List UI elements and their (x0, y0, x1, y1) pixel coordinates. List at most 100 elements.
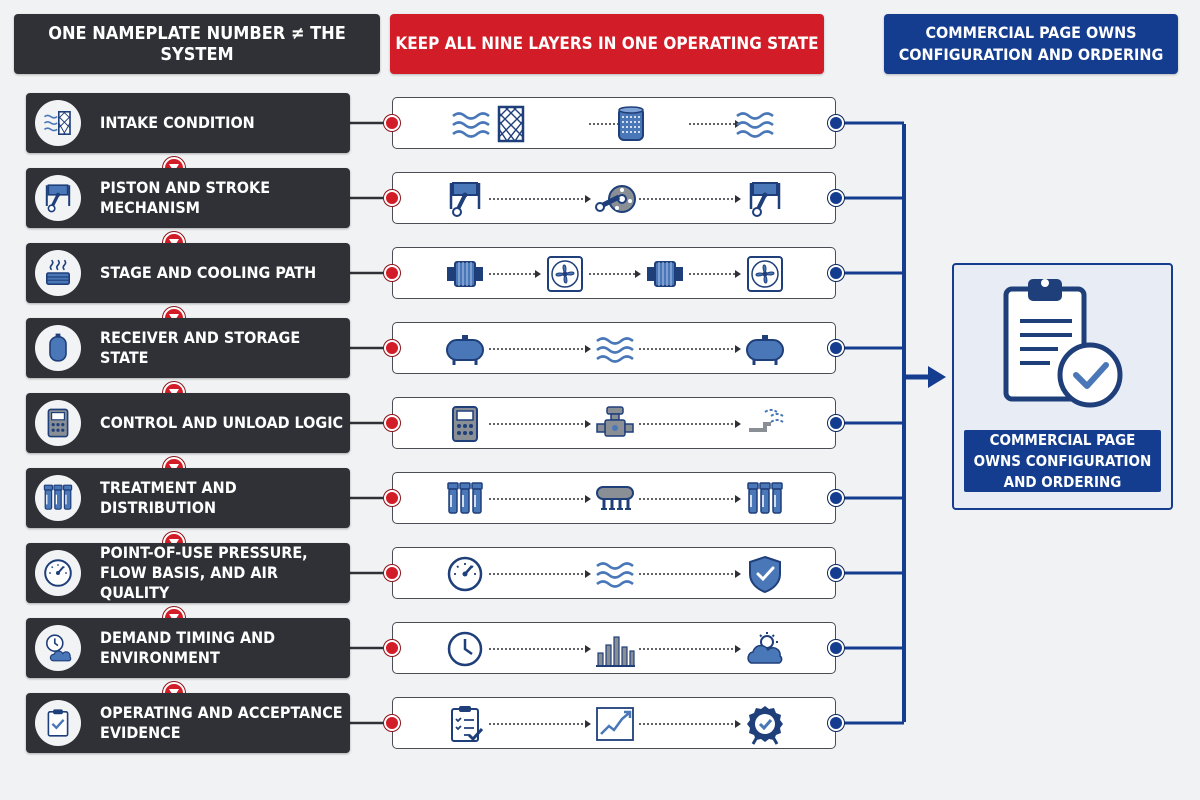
airflow-icon (736, 112, 774, 138)
piston-icon (449, 182, 481, 217)
cooling-fan-icon (747, 256, 783, 292)
heat-cooling-icon (35, 250, 81, 296)
flow-arrow (639, 570, 741, 578)
input-node-dot (384, 415, 400, 431)
flow-arrow (689, 270, 741, 278)
output-node-dot (828, 115, 844, 131)
flow-svg (446, 335, 784, 365)
flow-arrow (639, 495, 741, 503)
flow-svg (447, 555, 781, 594)
flow-arrow (489, 570, 591, 578)
unload-valve-icon (596, 406, 634, 437)
layer-label: STAGE AND COOLING PATH (100, 263, 317, 282)
outcome-label: COMMERCIAL PAGE OWNS CONFIGURATION AND O… (964, 430, 1161, 492)
layer-label: CONTROL AND UNLOAD LOGIC (100, 413, 344, 432)
output-node-dot (828, 340, 844, 356)
output-node-dot (828, 490, 844, 506)
vent-icon (749, 409, 784, 432)
output-node-dot (828, 415, 844, 431)
airflow-icon (596, 562, 634, 588)
output-node-dot (828, 715, 844, 731)
weather-icon (747, 632, 783, 664)
flow-arrow (489, 345, 591, 353)
flow-arrow (639, 420, 741, 428)
receiver-tank-icon (35, 325, 81, 371)
pressure-gauge-icon (35, 550, 81, 596)
flow-arrow (639, 720, 741, 728)
flow-svg (447, 256, 783, 292)
checklist-icon (451, 706, 484, 742)
input-node-dot (384, 565, 400, 581)
header-commercial-note: COMMERCIAL PAGE OWNS CONFIGURATION AND O… (884, 14, 1178, 74)
manifold-icon (596, 486, 634, 510)
flow-strip (392, 622, 836, 674)
layer-card: CONTROL AND UNLOAD LOGIC (26, 393, 350, 453)
badge-check-icon (747, 706, 783, 745)
outcome-arrow (928, 366, 946, 388)
flow-svg (449, 182, 781, 217)
input-node-dot (384, 190, 400, 206)
flow-strip (392, 697, 836, 749)
flow-arrow (689, 120, 741, 128)
layer-label: PISTON AND STROKE MECHANISM (100, 178, 271, 217)
clipboard-check-icon (1003, 279, 1123, 408)
flow-arrow (639, 345, 741, 353)
cartridge-filter-icon (618, 106, 644, 141)
input-node-dot (384, 265, 400, 281)
layer-card: RECEIVER AND STORAGE STATE (26, 318, 350, 378)
output-node-dot (828, 565, 844, 581)
bar-chart-icon (596, 636, 635, 667)
clock-icon (447, 631, 483, 667)
controller-icon (452, 406, 478, 442)
flow-arrow (489, 495, 591, 503)
flow-strip (392, 547, 836, 599)
layer-card: PISTON AND STROKE MECHANISM (26, 168, 350, 228)
trend-chart-icon (596, 707, 634, 741)
flow-arrow (589, 270, 641, 278)
flow-arrow (639, 645, 741, 653)
clock-weather-icon (35, 625, 81, 671)
header-system-note: ONE NAMEPLATE NUMBER ≠ THE SYSTEM (14, 14, 380, 74)
input-node-dot (384, 715, 400, 731)
piston-icon (35, 175, 81, 221)
flow-svg (451, 706, 783, 745)
flow-arrow (489, 645, 591, 653)
flow-arrow (489, 195, 591, 203)
layer-card: TREATMENT AND DISTRIBUTION (26, 468, 350, 528)
flow-arrow (639, 195, 741, 203)
storage-tank-icon (446, 335, 484, 365)
layer-card: STAGE AND COOLING PATH (26, 243, 350, 303)
outcome-panel: COMMERCIAL PAGE OWNS CONFIGURATION AND O… (952, 263, 1173, 510)
flow-arrow (489, 270, 541, 278)
input-node-dot (384, 115, 400, 131)
filter-bank-icon (747, 482, 783, 514)
flow-arrow (489, 720, 591, 728)
flow-svg (452, 406, 784, 442)
piston-icon (749, 182, 781, 217)
cylinder-stage-icon (647, 261, 683, 287)
flow-svg (452, 105, 774, 143)
flow-svg (447, 631, 783, 667)
input-node-dot (384, 490, 400, 506)
flow-strip (392, 172, 836, 224)
header-layers-note: KEEP ALL NINE LAYERS IN ONE OPERATING ST… (390, 14, 824, 74)
flow-strip (392, 97, 836, 149)
flow-svg (447, 482, 783, 514)
layer-label: INTAKE CONDITION (100, 113, 255, 132)
output-node-dot (828, 190, 844, 206)
flow-strip (392, 472, 836, 524)
controller-icon (35, 400, 81, 446)
layer-card: DEMAND TIMING AND ENVIRONMENT (26, 618, 350, 678)
layer-card: POINT-OF-USE PRESSURE, FLOW BASIS, AND A… (26, 543, 350, 603)
layer-card: OPERATING AND ACCEPTANCE EVIDENCE (26, 693, 350, 753)
cylinder-stage-icon (447, 261, 483, 287)
flow-strip (392, 397, 836, 449)
pressure-gauge-icon (447, 556, 483, 592)
output-node-dot (828, 265, 844, 281)
layer-label: TREATMENT AND DISTRIBUTION (100, 478, 237, 517)
filter-mesh-icon (497, 105, 525, 143)
crankshaft-icon (595, 185, 636, 213)
input-node-dot (384, 340, 400, 356)
layer-label: DEMAND TIMING AND ENVIRONMENT (100, 628, 276, 667)
